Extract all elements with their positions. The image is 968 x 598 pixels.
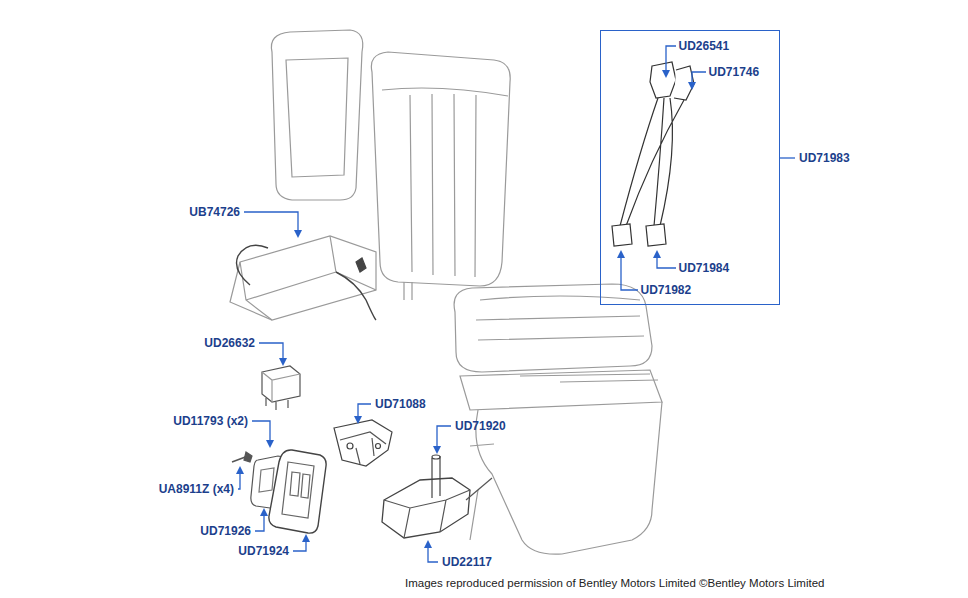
drawing-stroke — [780, 157, 795, 158]
drawing-stroke — [620, 98, 684, 226]
drawing-stroke — [262, 372, 300, 402]
drawing-stroke — [470, 444, 494, 540]
drawing-stroke — [347, 443, 353, 449]
copyright-note: Images reproduced permission of Bentley … — [405, 576, 824, 590]
drawing-stroke — [262, 366, 300, 402]
part-number: UD71746 — [709, 65, 760, 79]
drawing-stroke — [259, 343, 283, 364]
drawing-stroke — [266, 398, 288, 410]
drawing-stroke — [410, 94, 476, 277]
parts-group-box: UD26541UD71746UD71984UD71982 — [600, 30, 780, 305]
drawing-stroke — [476, 296, 644, 340]
drawing-stroke — [230, 236, 376, 320]
part-number: UB74726 — [189, 205, 240, 219]
drawing-stroke — [356, 258, 366, 272]
drawing-stroke — [259, 468, 274, 492]
drawing-stroke — [692, 72, 706, 88]
part-number: UD71920 — [455, 419, 506, 433]
seat-drawing — [230, 30, 694, 554]
drawing-stroke — [293, 536, 306, 551]
drawing-stroke — [432, 456, 440, 498]
drawing-stroke — [238, 468, 240, 489]
drawing-stroke — [650, 62, 676, 98]
drawing-stroke — [290, 472, 310, 498]
drawing-stroke — [286, 58, 348, 177]
drawing-stroke — [252, 421, 270, 446]
drawing-stroke — [240, 236, 376, 320]
part-number: UD11793 (x2) — [173, 414, 248, 428]
drawing-stroke — [244, 212, 298, 236]
drawing-stroke — [674, 66, 694, 100]
part-number: UD26632 — [204, 336, 255, 350]
drawing-stroke — [271, 30, 362, 200]
drawing-stroke — [437, 426, 451, 452]
part-number: UD22117 — [442, 555, 492, 569]
part-number: UD71983 — [799, 151, 850, 165]
leader-arrows — [238, 46, 795, 562]
drawing-stroke — [384, 490, 470, 538]
drawing-stroke — [244, 452, 252, 462]
drawing-stroke — [282, 462, 314, 518]
drawing-stroke — [382, 478, 470, 538]
drawing-stroke — [657, 252, 676, 268]
drawing-stroke — [336, 272, 376, 320]
drawing-stroke — [269, 450, 326, 533]
part-number: UD71984 — [679, 261, 730, 275]
drawing-stroke — [621, 252, 638, 290]
drawing-stroke — [428, 542, 438, 562]
part-number: UD26541 — [679, 39, 730, 53]
drawing-stroke — [404, 282, 412, 300]
part-number: UD71982 — [641, 283, 692, 297]
drawing-stroke — [432, 455, 440, 459]
drawing-stroke — [454, 284, 652, 372]
drawing-stroke — [382, 88, 508, 96]
part-number: UA8911Z (x4) — [159, 482, 234, 496]
part-number: UD71926 — [200, 524, 251, 538]
drawing-stroke — [255, 510, 264, 531]
drawing-stroke — [340, 432, 386, 464]
part-number: UD71088 — [375, 397, 426, 411]
drawing-stroke — [646, 224, 666, 246]
drawing-stroke — [466, 478, 492, 500]
drawing-stroke — [612, 224, 632, 246]
drawing-stroke — [334, 420, 392, 466]
drawing-stroke — [460, 370, 662, 410]
drawing-stroke — [376, 444, 381, 449]
part-number: UD71924 — [238, 544, 289, 558]
drawing-stroke — [358, 404, 371, 422]
drawing-stroke — [666, 46, 676, 76]
drawing-stroke — [520, 374, 658, 382]
drawing-stroke — [371, 52, 510, 286]
drawing-stroke — [237, 245, 269, 285]
